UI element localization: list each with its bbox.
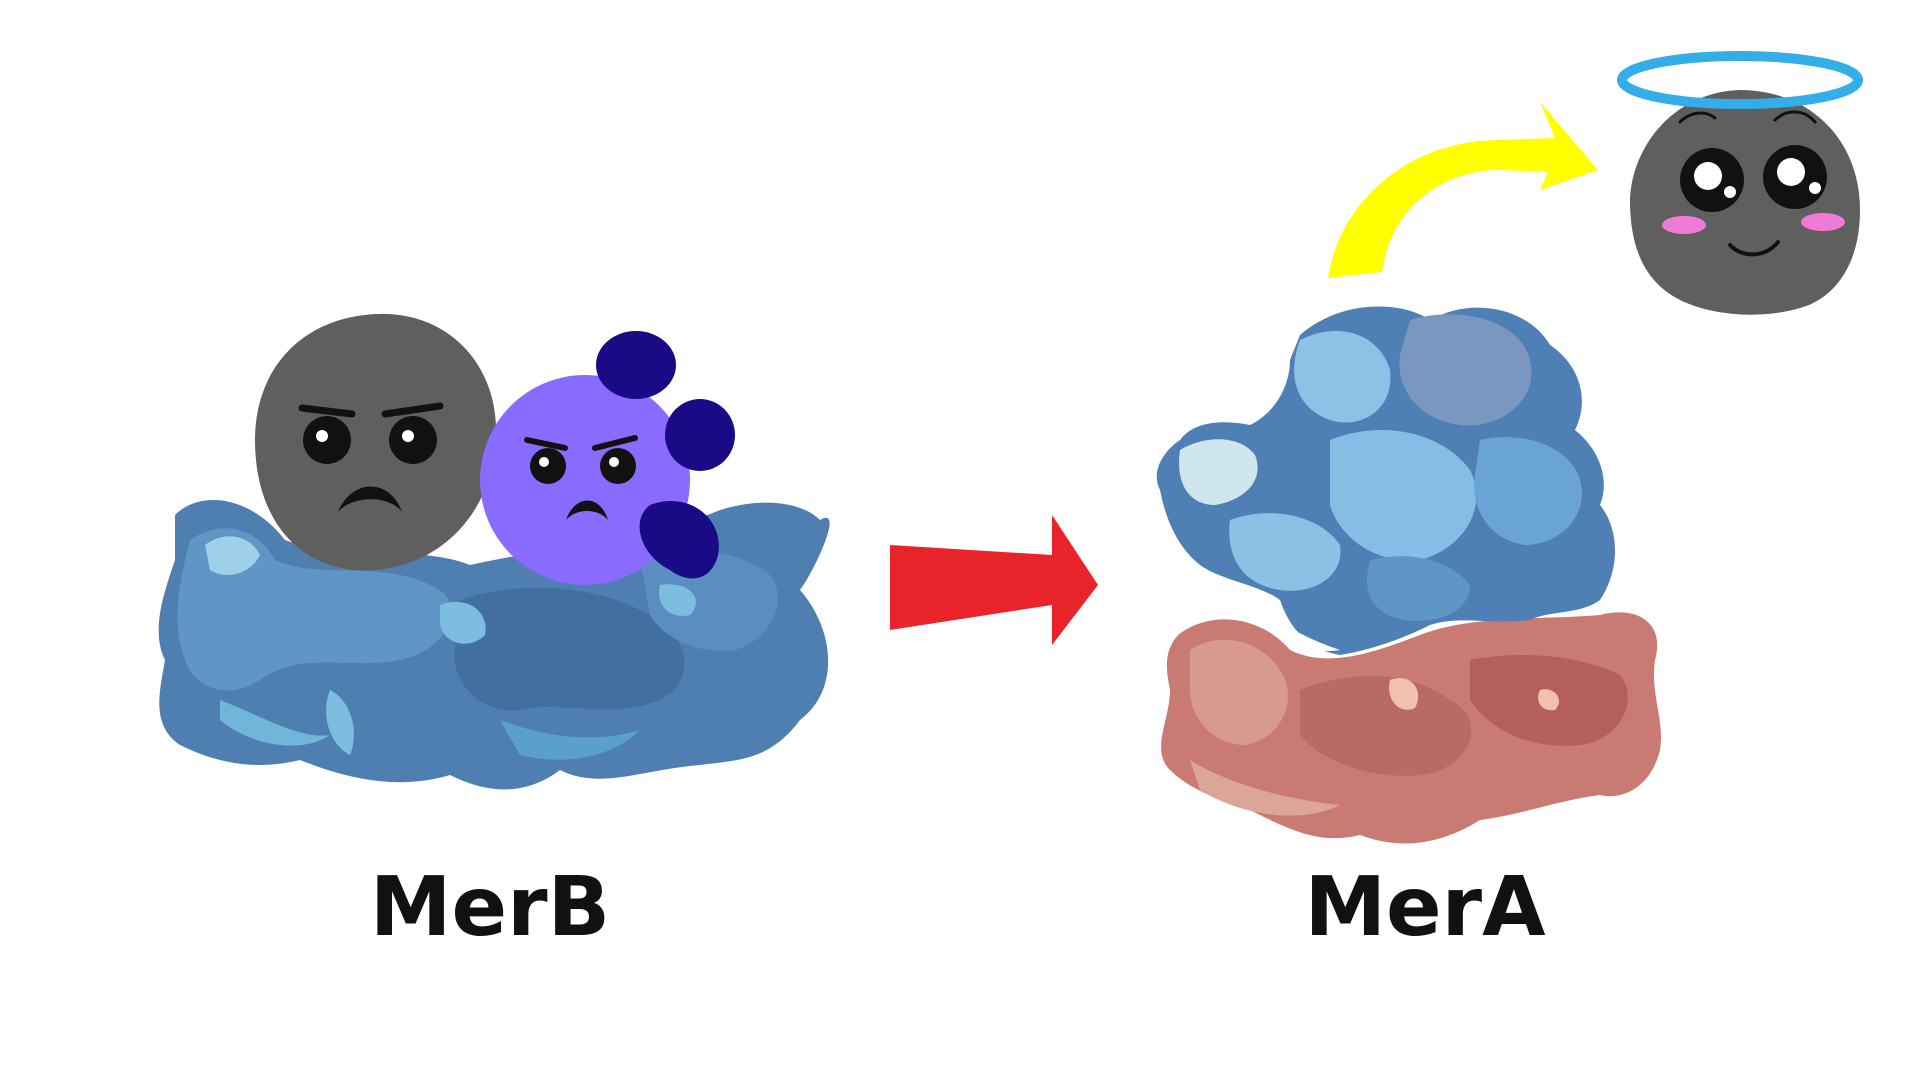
mera-label: MerA xyxy=(1304,860,1546,955)
halo-icon xyxy=(1617,51,1863,109)
happy-mercury-icon xyxy=(1630,90,1860,315)
merb-protein xyxy=(158,500,830,790)
angry-purple-icon xyxy=(480,331,735,585)
release-arrow xyxy=(1328,102,1598,278)
process-arrow xyxy=(890,515,1098,645)
mera-protein xyxy=(1156,306,1662,844)
merb-label: MerB xyxy=(369,860,611,955)
angry-mercury-icon xyxy=(255,313,497,571)
